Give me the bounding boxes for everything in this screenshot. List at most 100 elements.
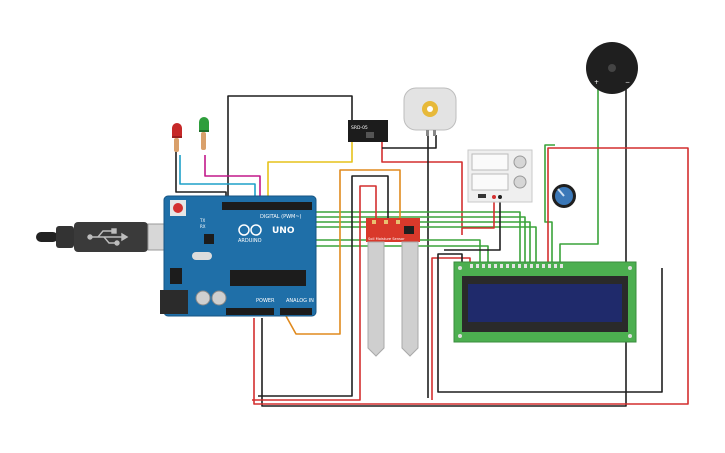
tx-label: TX [199,218,205,223]
chip-small [204,234,214,244]
wire-yellow-relay[interactable] [267,140,353,210]
lcd-mount-hole-3 [458,334,462,338]
arduino-board[interactable]: DIGITAL (PWM~) ARDUINO UNO TX RX POWER A… [160,195,317,317]
wire-green-lcd-1[interactable] [300,211,521,265]
usb-cable[interactable] [36,222,185,252]
led-green-bulb [199,117,209,130]
dc-motor[interactable] [403,87,457,136]
wire-red-supply[interactable] [462,198,495,229]
sensor-chip [404,226,414,234]
wire-orange-soil[interactable] [285,169,401,335]
supply-knob-1[interactable] [513,155,527,169]
wire-red-relay-motor[interactable] [381,125,463,235]
buzzer-minus-label: − [625,79,630,86]
lcd-pin [542,264,545,268]
relay-body [348,120,388,142]
power-supply[interactable] [467,149,533,203]
capacitor-2 [211,290,227,306]
brand-label: ARDUINO [238,238,262,244]
arduino-logo-icon [238,224,262,236]
wire-green-lcd-6[interactable] [236,245,489,265]
power-jack[interactable] [160,290,188,314]
motor-shaft [427,106,433,112]
wire-magenta-led[interactable] [204,155,261,210]
wire-red-soil[interactable] [252,185,377,401]
lcd-pin [536,264,539,268]
usb-cable-end [36,232,58,242]
wire-black-motor-2[interactable] [382,135,437,149]
digital-label: DIGITAL (PWM~) [260,214,302,220]
digital-header [222,202,312,210]
relay-coil [366,132,374,138]
relay-label: SRD-05 [351,125,368,131]
sensor-pin-1 [372,220,376,224]
sensor-probe-right [401,241,419,357]
crystal [192,252,212,260]
analog-label: ANALOG IN [286,298,314,304]
lcd-pin [512,264,515,268]
sensor-pin-2 [384,220,388,224]
sensor-label: Soil Moisture Sensor [368,237,405,241]
lcd-pin-header [470,264,563,268]
wire-green-lcd-5[interactable] [236,239,481,265]
resistor-green [201,132,206,150]
supply-switch[interactable] [478,194,486,198]
lcd-pin [548,264,551,268]
atmega-chip [230,270,306,286]
sensor-probe-left [367,241,385,357]
lcd-pin [560,264,563,268]
lcd-mount-hole-2 [628,266,632,270]
sensor-pin-3 [396,220,400,224]
regulator [170,268,182,284]
led-green[interactable] [199,117,209,150]
potentiometer[interactable] [552,184,576,208]
supply-knob-2[interactable] [513,175,527,189]
wire-black-supply[interactable] [444,198,501,251]
lcd-pin [500,264,503,268]
wire-red-power[interactable] [253,147,689,405]
wire-black-lcd[interactable] [437,253,663,393]
buzzer[interactable]: + − [586,42,638,94]
lcd-pin [482,264,485,268]
supply-display-1 [471,153,509,171]
relay[interactable]: SRD-05 [348,120,388,142]
led-green-base [199,130,209,132]
soil-moisture-sensor[interactable]: Soil Moisture Sensor [366,218,420,357]
wire-black-buzzer[interactable] [261,88,627,407]
capacitor-1 [195,290,211,306]
lcd-pin [524,264,527,268]
led-red-bulb [172,123,182,136]
lcd-pin [506,264,509,268]
buzzer-center [608,64,616,72]
lcd-display[interactable] [453,261,637,343]
lcd-screen [468,284,622,322]
lcd-pin [518,264,521,268]
wire-green-buzzer[interactable] [559,88,599,265]
reset-button[interactable] [173,203,183,213]
wire-black-soil[interactable] [258,175,389,397]
led-red-base [172,136,182,138]
supply-terminal-positive [492,195,496,199]
usb-icon [87,228,129,246]
power-header [226,308,274,315]
lcd-pin [554,264,557,268]
lcd-pin [470,264,473,268]
lcd-pin [530,264,533,268]
supply-terminal-negative [498,195,502,199]
wire-green-lcd-2[interactable] [300,216,526,265]
led-red[interactable] [172,123,182,152]
lcd-pin [476,264,479,268]
motor-terminal-2 [433,130,436,136]
buzzer-plus-label: + [594,79,599,86]
wire-green-pot[interactable] [544,144,555,265]
lcd-mount-hole-1 [458,266,462,270]
analog-header [280,308,312,315]
lcd-pin [494,264,497,268]
pot-indicator [557,188,565,197]
rx-label: RX [200,224,206,229]
supply-display-2 [471,173,509,191]
resistor-red [174,138,179,152]
wire-black-relay[interactable] [227,95,353,200]
usb-cable-boot [56,226,74,248]
